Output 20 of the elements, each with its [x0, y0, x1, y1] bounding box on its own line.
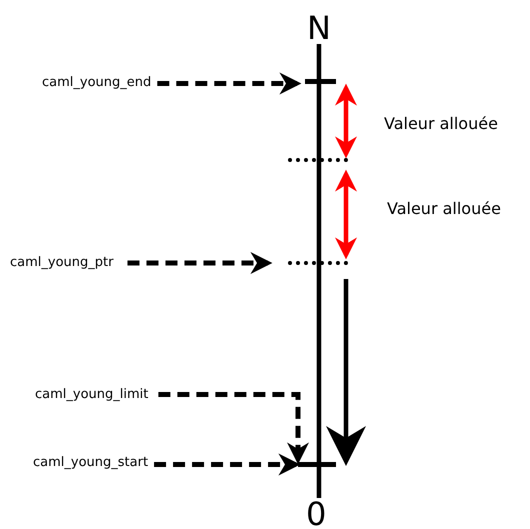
axis-end-label: N: [307, 12, 331, 44]
arrow: [326, 279, 366, 466]
size-label: Valeur allouée: [387, 201, 501, 217]
pointer-name: caml_young_start: [33, 456, 148, 469]
pointer-name: caml_young_end: [42, 76, 152, 89]
tick-mark: [298, 462, 336, 467]
axis-line: [316, 44, 322, 498]
pointer-name: caml_young_ptr: [10, 256, 114, 269]
dotted-marker-line: [288, 158, 348, 162]
double-arrow: [335, 84, 357, 158]
arrow: [154, 454, 300, 476]
double-arrow: [335, 170, 357, 260]
axis-origin-label: 0: [306, 498, 326, 529]
dotted-marker-line: [288, 261, 348, 265]
tick-mark: [305, 79, 336, 84]
size-label: Valeur allouée: [384, 116, 498, 132]
arrow: [158, 392, 309, 464]
arrow: [157, 72, 302, 94]
arrow: [127, 252, 272, 274]
pointer-name: caml_young_limit: [35, 388, 148, 401]
